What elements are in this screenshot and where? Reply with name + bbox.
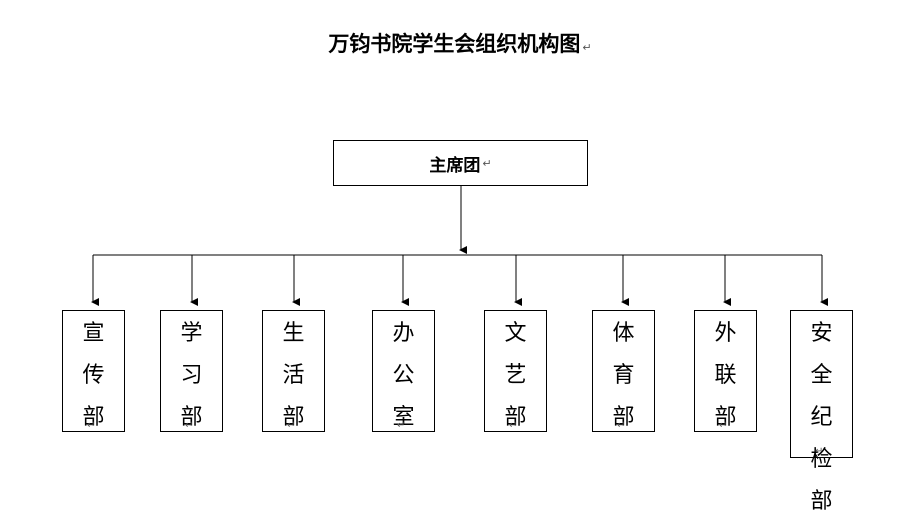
cell-mark: ↵	[397, 420, 406, 431]
cell-mark: ↵	[815, 446, 824, 457]
cell-mark: ↵	[719, 420, 728, 431]
dept-label: 学习部	[180, 321, 203, 430]
dept-node-1: 宣传部↵	[62, 310, 125, 432]
cell-mark: ↵	[87, 420, 96, 431]
dept-label: 办公室	[392, 321, 415, 430]
cell-mark: ↵	[617, 420, 626, 431]
cell-mark: ↵	[509, 420, 518, 431]
paragraph-mark-title: ↵	[582, 41, 592, 54]
title-text: 万钧书院学生会组织机构图	[328, 32, 581, 56]
dept-label: 文艺部	[504, 321, 527, 430]
dept-label: 外联部	[714, 321, 737, 430]
dept-label: 生活部	[282, 321, 305, 430]
dept-label: 体育部	[612, 321, 635, 430]
chart-title: 万钧书院学生会组织机构图↵	[0, 28, 920, 58]
dept-node-6: 体育部↵	[592, 310, 655, 432]
cell-mark: ↵	[185, 420, 194, 431]
cell-mark: ↵	[287, 420, 296, 431]
dept-node-2: 学习部↵	[160, 310, 223, 432]
dept-node-7: 外联部↵	[694, 310, 757, 432]
dept-node-4: 办公室↵	[372, 310, 435, 432]
dept-node-8: 安全纪检部↵	[790, 310, 853, 514]
dept-node-3: 生活部↵	[262, 310, 325, 432]
dept-node-5: 文艺部↵	[484, 310, 547, 432]
connector-lines	[91, 186, 828, 306]
root-node-chairman-group: 主席团↵	[333, 140, 588, 186]
root-node-label: 主席团	[429, 155, 481, 176]
paragraph-mark-root: ↵	[482, 156, 492, 170]
dept-label: 安全纪检部	[810, 321, 833, 514]
dept-label: 宣传部	[82, 321, 105, 430]
